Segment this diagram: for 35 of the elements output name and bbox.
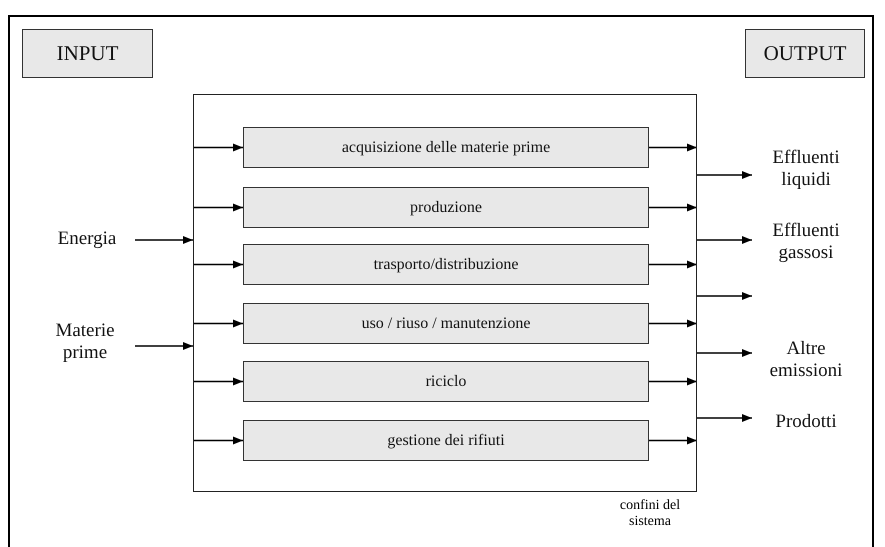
process-box: produzione xyxy=(243,187,649,228)
arrow xyxy=(697,414,752,422)
process-box: riciclo xyxy=(243,361,649,402)
arrow xyxy=(649,144,697,152)
output-label: Effluenti gassosi xyxy=(757,218,855,266)
boundary-caption: confini del sistema xyxy=(618,498,682,530)
header-box: INPUT xyxy=(22,29,153,78)
arrow xyxy=(193,260,243,268)
process-box: gestione dei rifiuti xyxy=(243,420,649,461)
process-box: acquisizione delle materie prime xyxy=(243,127,649,168)
arrow xyxy=(193,144,243,152)
system-boundary xyxy=(193,94,697,492)
arrow xyxy=(697,171,752,179)
arrow xyxy=(193,204,243,212)
arrow xyxy=(697,349,752,357)
arrow xyxy=(649,320,697,328)
header-box: OUTPUT xyxy=(745,29,865,78)
arrow xyxy=(649,436,697,444)
process-box: trasporto/distribuzione xyxy=(243,244,649,285)
input-label: Materie prime xyxy=(42,318,128,366)
output-label: Prodotti xyxy=(757,409,855,435)
arrow xyxy=(649,204,697,212)
output-label: Altre emissioni xyxy=(757,336,855,384)
input-label: Energia xyxy=(42,226,132,252)
arrow xyxy=(193,378,243,386)
arrow xyxy=(649,378,697,386)
arrow xyxy=(193,436,243,444)
arrow xyxy=(697,236,752,244)
arrow xyxy=(135,342,193,350)
process-box: uso / riuso / manutenzione xyxy=(243,303,649,344)
arrow xyxy=(135,236,193,244)
arrow xyxy=(193,320,243,328)
arrow xyxy=(649,260,697,268)
output-label: Effluenti liquidi xyxy=(757,145,855,193)
arrow xyxy=(697,292,752,300)
